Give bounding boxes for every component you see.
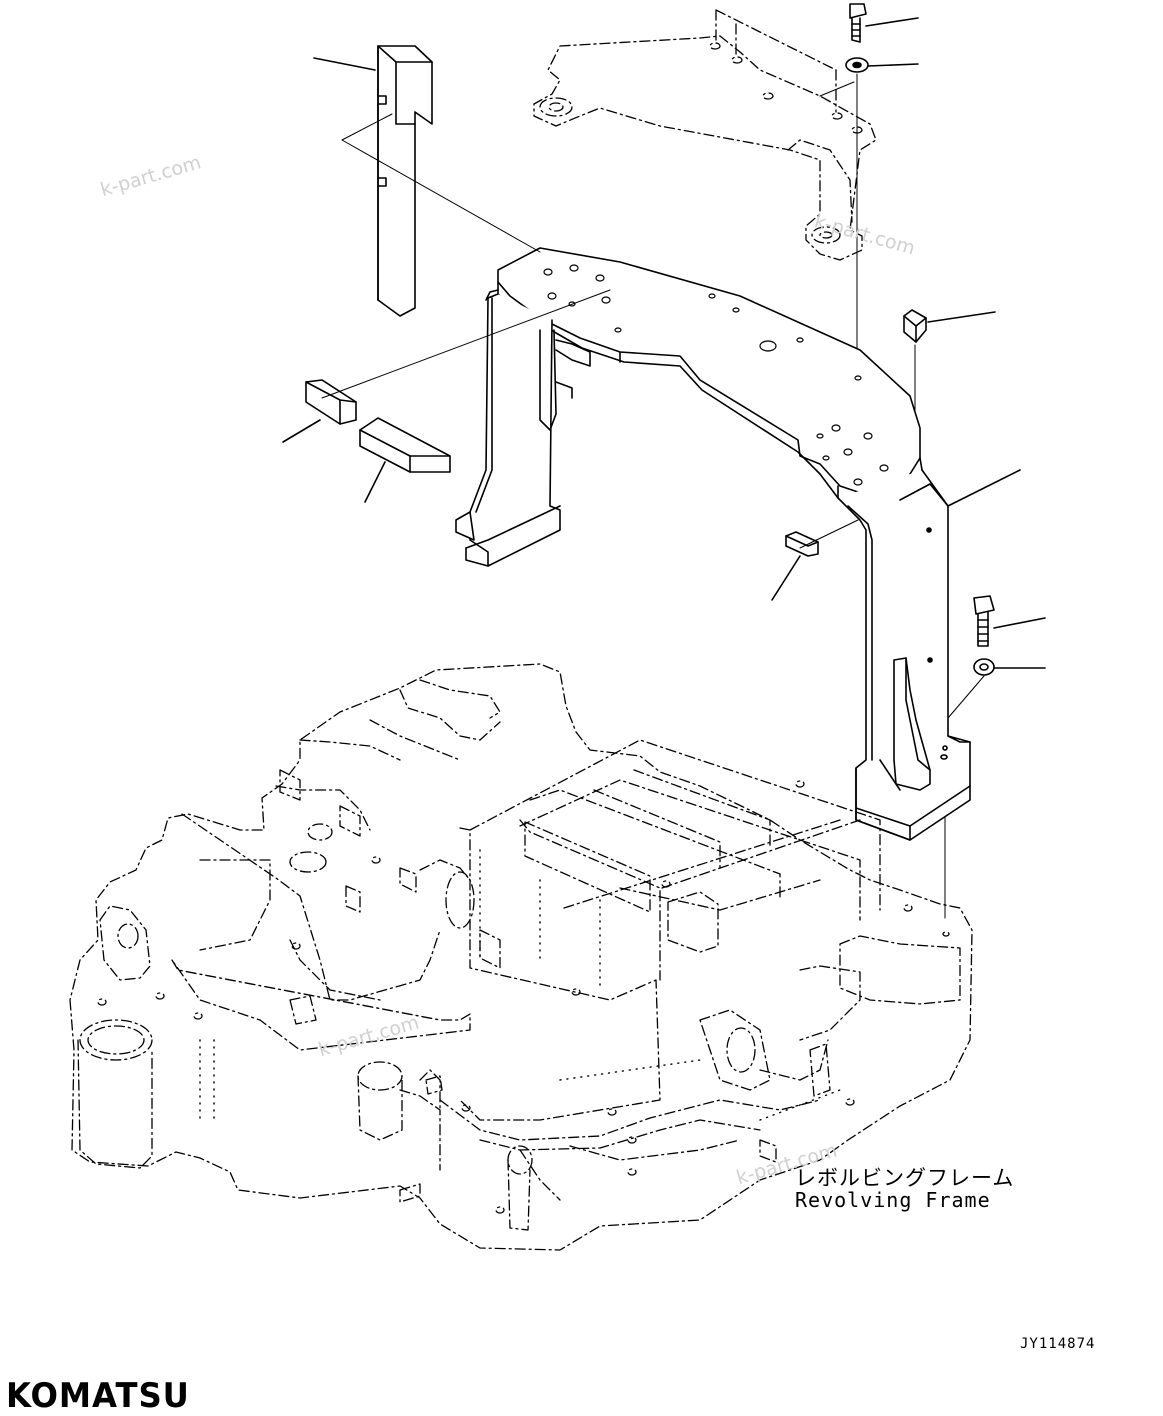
top-bolt: [849, 3, 919, 43]
vertical-spacer-part: [313, 45, 433, 317]
revolving-frame-label-en: Revolving Frame: [795, 1188, 991, 1212]
leader-lines: [321, 81, 859, 549]
top-washer: [845, 57, 919, 369]
drawing-code: JY114874: [1020, 1336, 1096, 1352]
rivet-rows: [199, 849, 841, 1121]
revolving-frame-label-jp: レボルビングフレーム: [795, 1166, 1015, 1190]
right-bolt: [973, 595, 1046, 647]
small-pad: [771, 531, 819, 601]
komatsu-logo: KOMATSU: [6, 1376, 190, 1416]
upper-mount-bracket: [533, 9, 877, 261]
small-shim-block: [282, 379, 357, 443]
revolving-frame: [69, 663, 973, 1251]
arch-frame: [455, 247, 1021, 841]
wedge-block: [359, 417, 451, 503]
